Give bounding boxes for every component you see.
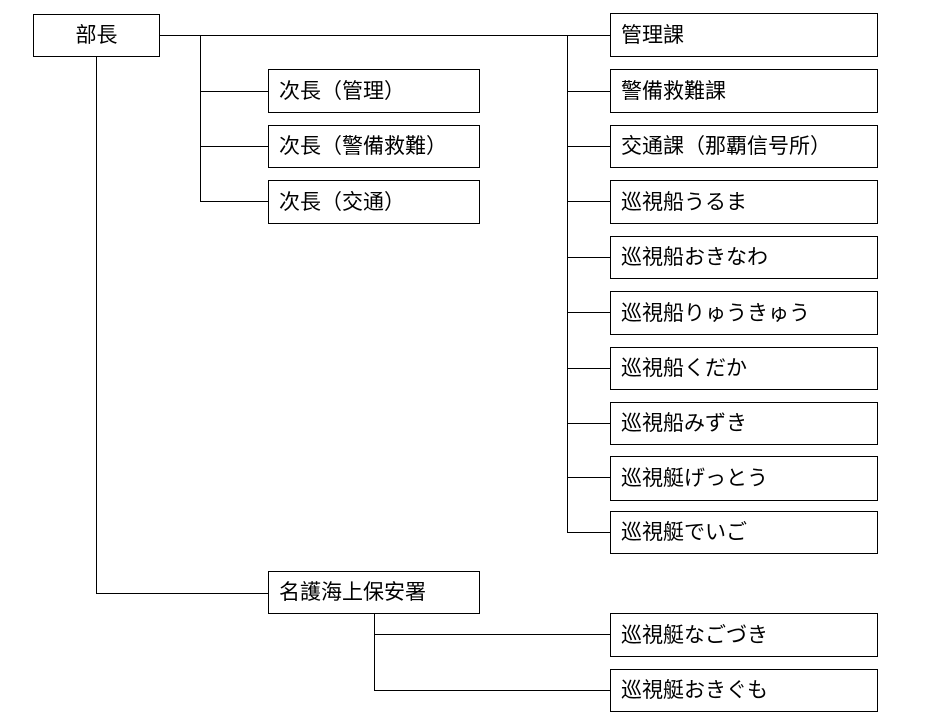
sub-unit-box: 巡視艇なごづき bbox=[610, 613, 878, 657]
deputy-label: 次長（警備救難） bbox=[279, 134, 447, 158]
division-label: 巡視船くだか bbox=[621, 356, 747, 380]
division-box: 巡視船おきなわ bbox=[610, 236, 878, 279]
sub-office-label: 名護海上保安署 bbox=[279, 580, 426, 604]
division-box: 巡視船うるま bbox=[610, 180, 878, 224]
connector-line bbox=[567, 477, 610, 478]
connector-line bbox=[200, 35, 201, 202]
division-label: 管理課 bbox=[621, 22, 684, 47]
division-box: 交通課（那覇信号所） bbox=[610, 125, 878, 168]
connector-line bbox=[567, 312, 610, 313]
connector-line bbox=[567, 146, 610, 147]
division-box: 管理課 bbox=[610, 13, 878, 57]
division-box: 警備救難課 bbox=[610, 69, 878, 113]
division-label: 巡視艇げっとう bbox=[621, 466, 768, 490]
division-box: 巡視艇げっとう bbox=[610, 456, 878, 501]
division-label: 交通課（那覇信号所） bbox=[621, 134, 831, 158]
sub-unit-label: 巡視艇なごづき bbox=[621, 622, 768, 647]
connector-line bbox=[200, 146, 268, 147]
connector-line bbox=[200, 201, 268, 202]
connector-line bbox=[567, 257, 610, 258]
division-label: 巡視船りゅうきゅう bbox=[621, 300, 810, 325]
sub-unit-box: 巡視艇おきぐも bbox=[610, 669, 878, 712]
division-label: 巡視艇でいご bbox=[621, 520, 747, 544]
deputy-box: 次長（管理） bbox=[268, 69, 480, 113]
connector-line bbox=[374, 690, 610, 691]
connector-line bbox=[567, 35, 568, 532]
division-label: 巡視船おきなわ bbox=[621, 245, 768, 269]
division-box: 巡視船くだか bbox=[610, 347, 878, 390]
sub-office-box: 名護海上保安署 bbox=[268, 571, 480, 614]
connector-line bbox=[567, 201, 610, 202]
connector-line bbox=[200, 91, 268, 92]
connector-line bbox=[159, 35, 610, 36]
division-label: 巡視船うるま bbox=[621, 189, 747, 214]
connector-line bbox=[374, 634, 610, 635]
connector-line bbox=[96, 56, 97, 593]
deputy-label: 次長（交通） bbox=[279, 189, 405, 214]
division-box: 巡視船みずき bbox=[610, 402, 878, 445]
sub-unit-label: 巡視艇おきぐも bbox=[621, 678, 768, 702]
deputy-box: 次長（交通） bbox=[268, 180, 480, 224]
division-label: 警備救難課 bbox=[621, 78, 726, 103]
head-label: 部長 bbox=[75, 23, 118, 47]
division-label: 巡視船みずき bbox=[621, 411, 747, 435]
connector-line bbox=[96, 593, 268, 594]
head-box: 部長 bbox=[33, 14, 160, 57]
deputy-label: 次長（管理） bbox=[279, 78, 405, 103]
deputy-box: 次長（警備救難） bbox=[268, 125, 480, 168]
connector-line bbox=[567, 423, 610, 424]
division-box: 巡視艇でいご bbox=[610, 511, 878, 554]
connector-line bbox=[567, 91, 610, 92]
division-box: 巡視船りゅうきゅう bbox=[610, 291, 878, 335]
connector-line bbox=[567, 532, 610, 533]
connector-line bbox=[374, 613, 375, 690]
connector-line bbox=[567, 368, 610, 369]
